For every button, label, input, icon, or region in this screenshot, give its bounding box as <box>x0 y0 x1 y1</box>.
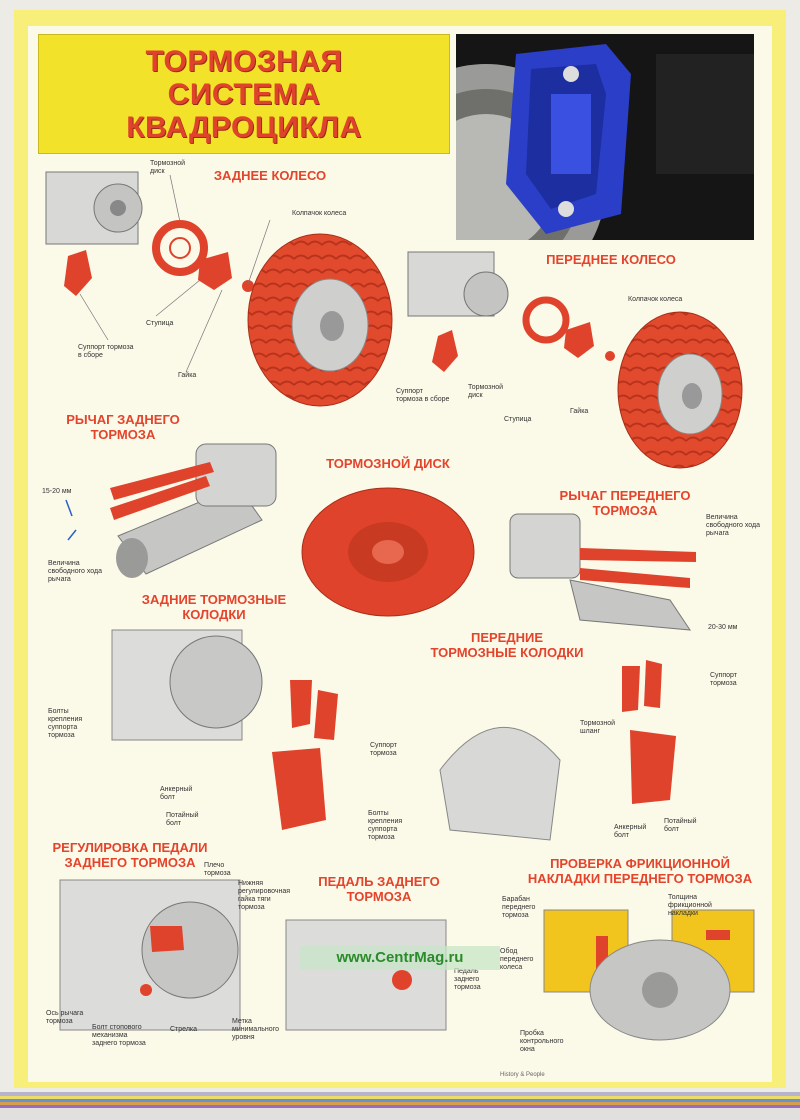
illustrations <box>45 171 755 1041</box>
label-front-pads-caliper: Суппорт тормоза <box>710 672 737 687</box>
footer-brand: History & People <box>500 1072 545 1078</box>
label-adj-arm: Плечо тормоза <box>204 862 231 877</box>
friction-check-diagram <box>543 909 755 1041</box>
label-rear-nut: Гайка <box>178 372 197 379</box>
label-rear-pads-bolts: Болты крепления суппорта тормоза <box>48 708 83 739</box>
label-adj-arrow: Стрелка <box>170 1026 198 1033</box>
label-front-disc: Тормозной диск <box>468 384 504 399</box>
label-rear-caliper: Суппорт тормоза в сборе <box>78 344 134 359</box>
caliper-photo <box>456 34 754 240</box>
label-fr-thick: Толщина фрикционной накладки <box>668 894 712 917</box>
label-fr-drum: Барабан переднего тормоза <box>502 896 536 919</box>
label-front-caliper: Суппорт тормоза в сборе <box>396 388 450 403</box>
label-rear-lever-gap: 15-20 мм <box>42 488 72 495</box>
heading-front-wheel: ПЕРЕДНЕЕ КОЛЕСО <box>546 252 676 267</box>
label-front-lever-gap: 20-30 мм <box>708 624 738 631</box>
label-rear-pads-guide: Потайный болт <box>166 812 199 827</box>
label-rear-cap: Колпачок колеса <box>292 210 347 217</box>
label-fr-plug: Пробка контрольного окна <box>520 1030 564 1053</box>
title-line-3: КВАДРОЦИКЛА <box>126 110 362 144</box>
label-front-nut: Гайка <box>570 408 589 415</box>
label-adj-axis: Ось рычага тормоза <box>46 1010 84 1025</box>
front-wheel-diagram <box>407 251 743 469</box>
label-front-pads-anchor: Анкерный болт <box>614 824 647 839</box>
front-pads-diagram <box>439 660 676 841</box>
heading-brake-disc: ТОРМОЗНОЙ ДИСК <box>326 456 450 471</box>
rear-lever-diagram <box>65 443 277 578</box>
brake-disc-diagram <box>301 487 475 617</box>
label-front-hub: Ступица <box>504 416 532 423</box>
label-front-pads-hose: Тормозной шланг <box>580 720 616 735</box>
watermark: www.CentrMag.ru <box>300 946 500 970</box>
front-lever-diagram <box>509 513 696 631</box>
title-line-1: ТОРМОЗНАЯ <box>145 44 343 78</box>
label-adj-mark: Метка минимального уровня <box>232 1018 279 1041</box>
label-fr-rim: Обод переднего колеса <box>500 948 534 971</box>
title-box: ТОРМОЗНАЯ СИСТЕМА КВАДРОЦИКЛА <box>38 34 450 154</box>
label-rear-lever-free: Величина свободного хода рычага <box>48 560 103 583</box>
bottom-stripes <box>0 1092 800 1120</box>
heading-rear-wheel: ЗАДНЕЕ КОЛЕСО <box>213 168 327 183</box>
label-front-cap: Колпачок колеса <box>628 296 683 303</box>
pedal-adjust-diagram <box>59 879 241 1031</box>
label-front-pads-bolts: Болты крепления суппорта тормоза <box>368 810 403 841</box>
label-rear-disc: Тормозной диск <box>150 160 186 175</box>
label-adj-bolt: Болт стопового механизма заднего тормоза <box>92 1024 146 1047</box>
label-front-pads-guide: Потайный болт <box>664 818 697 833</box>
rear-pads-diagram <box>111 629 338 830</box>
title-line-2: СИСТЕМА <box>167 77 321 111</box>
rear-pedal-diagram <box>285 919 447 1031</box>
label-rear-hub: Ступица <box>146 320 174 327</box>
label-adj-nut: Нижняя регулировочная гайка тяги тормоза <box>238 880 291 911</box>
label-rear-pads-caliper: Суппорт тормоза <box>370 742 397 757</box>
label-pedal: Педаль заднего тормоза <box>454 968 481 991</box>
label-rear-pads-anchor: Анкерный болт <box>160 786 193 801</box>
rear-wheel-diagram <box>45 171 393 407</box>
label-front-lever-free: Величина свободного хода рычага <box>706 514 761 537</box>
